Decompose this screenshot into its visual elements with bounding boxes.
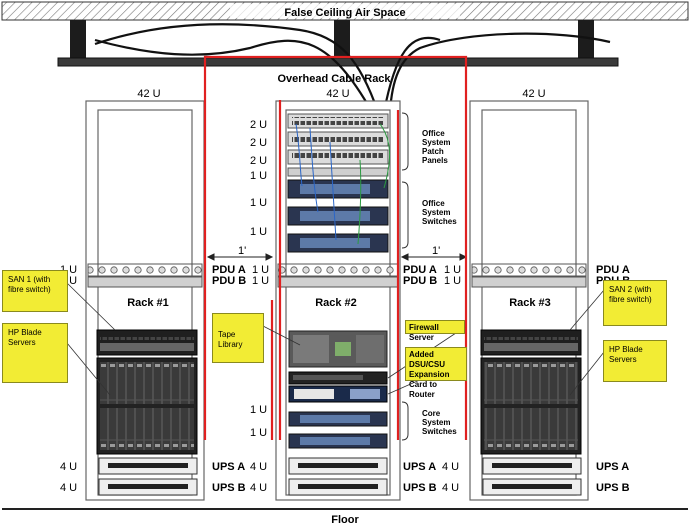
cable-rack-label: Overhead Cable Rack <box>277 73 391 85</box>
u-label-pdu-2b: 1 U <box>444 275 461 287</box>
u-label-ups-2b: 4 U <box>442 482 459 494</box>
rack-2-ups <box>288 457 388 496</box>
firewall-server-note: Firewall Server <box>405 320 465 342</box>
pdu-b-label-1: PDU B <box>212 275 246 287</box>
pdu-a-label-3: PDU A <box>596 264 630 276</box>
pdu-a-label-2: PDU A <box>403 264 437 276</box>
u-label-patch-2: 2 U <box>250 137 267 149</box>
u-label-pdu-1a: 1 U <box>252 264 269 276</box>
u-label-1u-b: 1 U <box>250 197 267 209</box>
hp-blade-servers-note-1: HP Blade Servers <box>2 323 68 383</box>
patch-panels-word-1: Office <box>422 129 445 138</box>
rack-2-router <box>288 385 388 403</box>
patch-panels-word-2: System <box>422 138 450 147</box>
core-switches-label: Core System Switches <box>422 409 457 436</box>
rack-3-name: Rack #3 <box>509 297 551 309</box>
rack-3-ups <box>482 457 582 496</box>
ups-a-label-2: UPS A <box>403 461 436 473</box>
u-label-ups-left-b: 4 U <box>60 482 77 494</box>
spacing-label-left: 1' <box>238 245 246 257</box>
u-label-ups-1a: 4 U <box>250 461 267 473</box>
ups-b-label-2: UPS B <box>403 482 437 494</box>
office-switches-word-3: Switches <box>422 217 457 226</box>
rack-1-ups <box>98 457 198 496</box>
san-2-note: SAN 2 (with fibre switch) <box>603 280 667 326</box>
rack-1-san <box>96 329 198 356</box>
rack-spacing-markers <box>206 253 468 261</box>
rack-2-core-switches <box>288 411 388 449</box>
patch-panels-word-4: Panels <box>422 156 448 165</box>
core-switches-word-2: System <box>422 418 450 427</box>
ups-b-label-1: UPS B <box>212 482 246 494</box>
patch-panels-label: Office System Patch Panels <box>422 129 450 165</box>
u-label-pdu-1b: 1 U <box>252 275 269 287</box>
u-label-patch-3: 2 U <box>250 155 267 167</box>
rack-1-name: Rack #1 <box>127 297 169 309</box>
ups-a-label-3: UPS A <box>596 461 629 473</box>
rack-2-office-switches <box>287 179 389 253</box>
rack-2-height: 42 U <box>326 88 349 100</box>
ceiling-label: False Ceiling Air Space <box>284 7 405 19</box>
rack-2-patch-panels <box>287 113 389 177</box>
rack-3-height: 42 U <box>522 88 545 100</box>
floor-label: Floor <box>331 514 359 526</box>
u-label-pdu-2a: 1 U <box>444 264 461 276</box>
rack-1-pdus <box>87 263 203 288</box>
rack-2-pdus <box>277 263 399 288</box>
hp-blade-servers-note-2: HP Blade Servers <box>603 340 667 382</box>
spacing-label-right: 1' <box>432 245 440 257</box>
rack-1-blade-servers <box>96 357 198 455</box>
overhead-data-cables <box>94 23 611 113</box>
ups-a-label-1: UPS A <box>212 461 245 473</box>
rack-3-san <box>480 329 582 356</box>
san-1-note: SAN 1 (with fibre switch) <box>2 270 68 312</box>
rack-3-blade-servers <box>480 357 582 455</box>
rack-3-pdus <box>471 263 587 288</box>
dsu-csu-note: Added DSU/CSU Expansion Card to Router <box>405 347 467 399</box>
ups-b-label-3: UPS B <box>596 482 630 494</box>
rack-1-height: 42 U <box>137 88 160 100</box>
office-switches-label: Office System Switches <box>422 199 457 226</box>
u-label-patch-1: 2 U <box>250 119 267 131</box>
floor: Floor <box>2 508 688 526</box>
rack-2-name: Rack #2 <box>315 297 357 309</box>
u-label-ups-left-a: 4 U <box>60 461 77 473</box>
pdu-b-label-2: PDU B <box>403 275 437 287</box>
u-label-core-2: 1 U <box>250 427 267 439</box>
office-switches-word-2: System <box>422 208 450 217</box>
u-label-core-1: 1 U <box>250 404 267 416</box>
rack-2-patch-cords <box>295 123 391 245</box>
rack-2-firewall-server <box>288 371 388 385</box>
false-ceiling: False Ceiling Air Space <box>1 1 689 21</box>
overhead-cable-rack: Overhead Cable Rack <box>57 20 619 85</box>
u-label-1u-a: 1 U <box>250 170 267 182</box>
tape-library-note: Tape Library <box>212 313 264 363</box>
power-cables <box>203 55 468 440</box>
u-label-1u-c: 1 U <box>250 226 267 238</box>
office-switches-word-1: Office <box>422 199 445 208</box>
rack-2-group-brackets <box>401 112 409 441</box>
core-switches-word-3: Switches <box>422 427 457 436</box>
u-label-ups-2a: 4 U <box>442 461 459 473</box>
rack-2-tape-library <box>288 330 388 368</box>
core-switches-word-1: Core <box>422 409 441 418</box>
pdu-a-label-1: PDU A <box>212 264 246 276</box>
u-label-ups-1b: 4 U <box>250 482 267 494</box>
patch-panels-word-3: Patch <box>422 147 444 156</box>
